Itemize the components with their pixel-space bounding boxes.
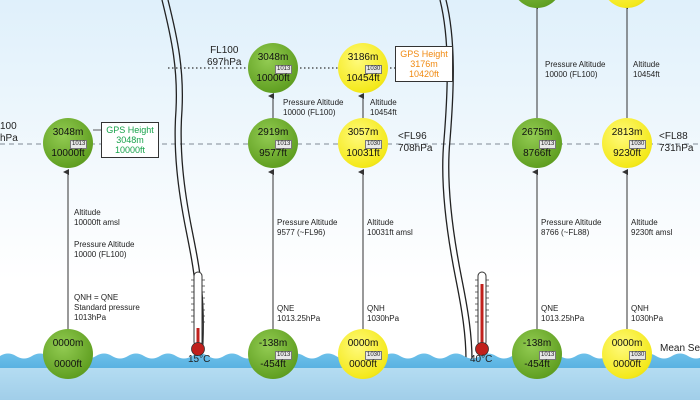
qne-note-right: QNE 1013.25hPa [541, 304, 585, 323]
thermometer-hot-icon [475, 271, 489, 356]
ball-right-ground-green: -138m 1013 -454ft [512, 329, 562, 379]
ball-left-gps: 3048m 1013 10000ft [43, 118, 93, 168]
ball-mid-yellow: 3057m 1030 10031ft [338, 118, 388, 168]
pressure-altitude-note-mid-top: Pressure Altitude 10000 (FL100) [283, 98, 344, 117]
altitude-note-mid: Altitude 10031ft amsl [367, 218, 413, 237]
ball-mid-green: 2919m 1013 9577ft [248, 118, 298, 168]
thermometer-icon [191, 271, 205, 356]
pressure-altitude-note-left: Pressure Altitude 10000 (FL100) [74, 240, 135, 259]
altitude-note-left: Altitude 10000ft amsl [74, 208, 120, 227]
mean-sea-label: Mean Sea [660, 343, 700, 354]
ball-mid-top-yellow: 3186m 1030 10454ft [338, 43, 388, 93]
ball-mid-top-green: 3048m 1013 10000ft [248, 43, 298, 93]
ball-right-top-green [512, 0, 562, 8]
fl88-label: <FL88 731hPa [659, 131, 694, 154]
ball-mid-ground-yellow: 0000m 1030 0000ft [338, 329, 388, 379]
ball-left-ground: 0000m 0000ft [43, 329, 93, 379]
gps-height-box-left: GPS Height 3048m 10000ft [101, 122, 159, 158]
qnh-note-mid: QNH 1030hPa [367, 304, 400, 323]
qnh-note-right: QNH 1030hPa [631, 304, 664, 323]
pressure-altitude-note-mid: Pressure Altitude 9577 (~FL96) [277, 218, 338, 237]
temperature-label-mid: 15°C [188, 354, 211, 365]
ball-right-green: 2675m 1013 8766ft [512, 118, 562, 168]
pressure-altitude-note-right: Pressure Altitude 8766 (~FL88) [541, 218, 602, 237]
altitude-note-mid-top: Altitude 10454ft [370, 98, 397, 117]
cut-pressure-label: 100 hPa [0, 121, 18, 144]
ball-mid-ground-green: -138m 1013 -454ft [248, 329, 298, 379]
qne-note-mid: QNE 1013.25hPa [277, 304, 321, 323]
ball-right-yellow: 2813m 1030 9230ft [602, 118, 652, 168]
gps-height-box-mid: GPS Height 3176m 10420ft [395, 46, 453, 82]
fl100-label: FL100 697hPa [207, 45, 242, 68]
ball-right-top-yellow [602, 0, 652, 8]
altitude-note-right-top: Altitude 10454ft [633, 60, 660, 79]
fl96-label: <FL96 708hPa [398, 131, 433, 154]
temperature-label-right: 40°C [470, 354, 493, 365]
pressure-altitude-note-right-top: Pressure Altitude 10000 (FL100) [545, 60, 606, 79]
altitude-note-right: Altitude 9230ft amsl [631, 218, 673, 237]
qnh-note-left: QNH = QNE Standard pressure 1013hPa [74, 293, 140, 322]
ball-right-ground-yellow: 0000m 1030 0000ft [602, 329, 652, 379]
